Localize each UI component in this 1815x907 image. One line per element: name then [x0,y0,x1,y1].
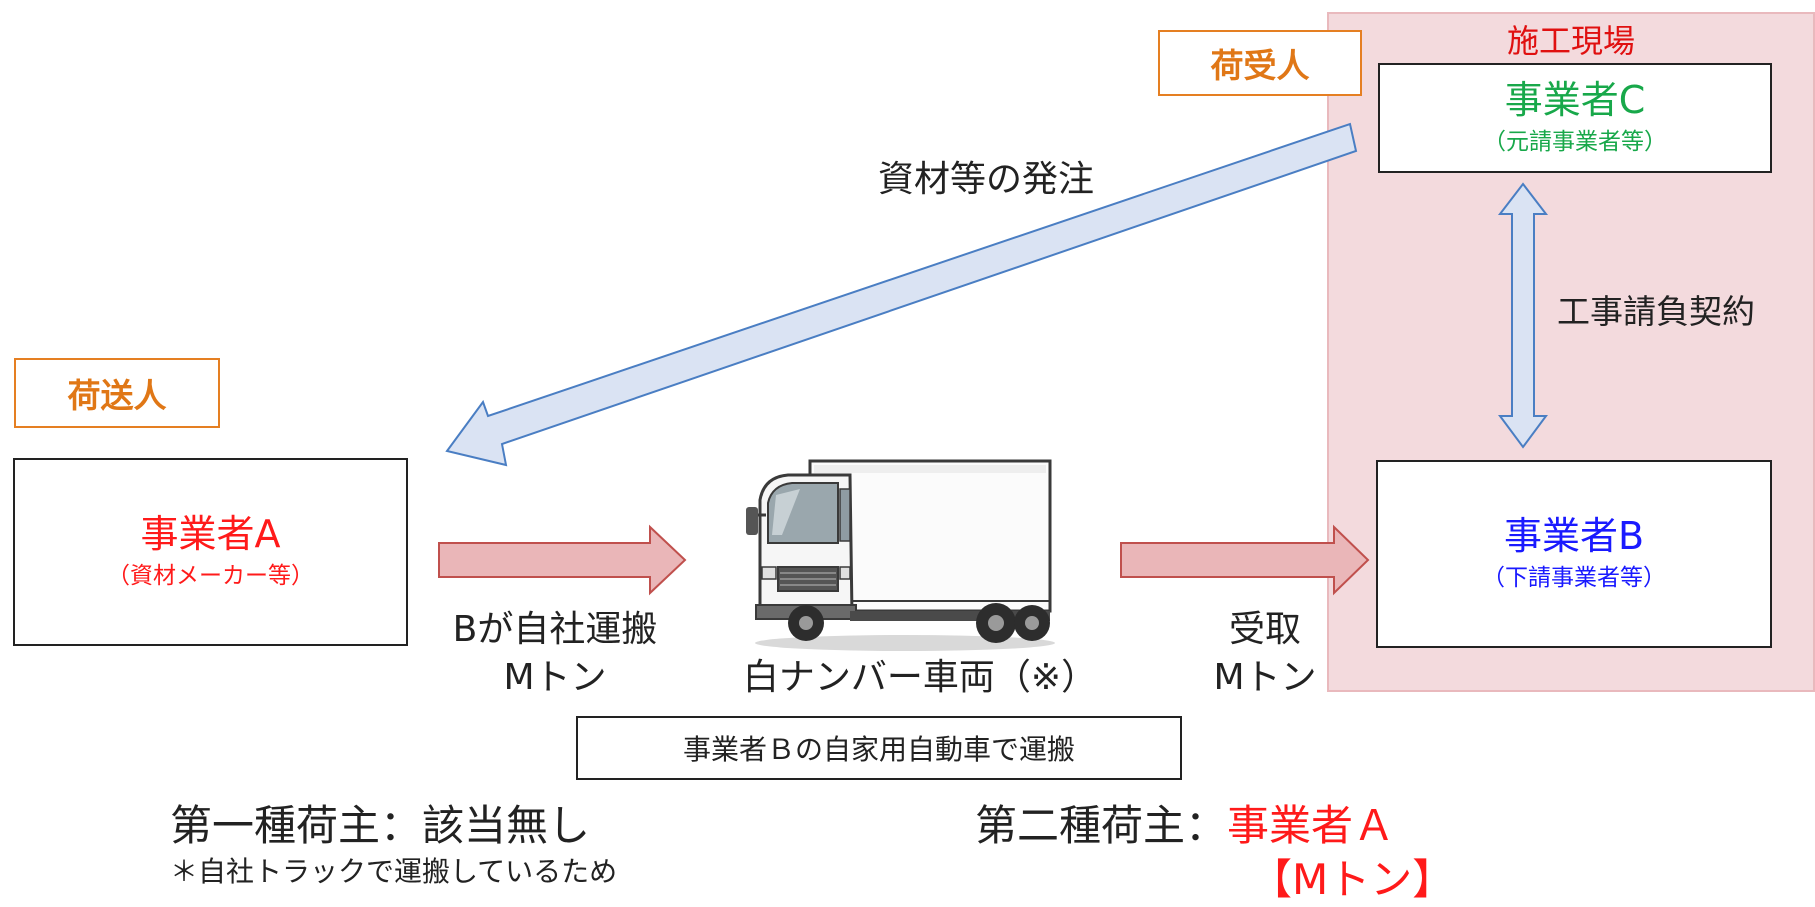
site-label: 施工現場 [1506,22,1635,60]
truck-note-box: 事業者Ｂの自家用自動車で運搬 [576,716,1182,780]
party-b-box: 事業者B （下請事業者等） [1376,460,1772,648]
party-a-name: 事業者A [140,512,281,557]
order-arrow [445,122,1358,467]
first-class-shipper-label: 第一種荷主：該当無し [170,801,591,850]
shipper-role-label: 荷送人 [14,358,220,428]
second-class-shipper-value: 事業者Ａ [1227,801,1396,850]
contract-arrow [1497,182,1549,449]
party-b-name: 事業者B [1503,514,1645,559]
first-class-shipper-note: ＊自社トラックで運搬しているため [170,855,618,888]
second-class-shipper-amount: 【Mトン】 [1250,855,1455,904]
a-to-truck-arrow [438,524,687,596]
consignee-role-label: 荷受人 [1158,30,1362,96]
receive-label-line2: Mトン [1213,657,1317,698]
truck-to-b-arrow [1120,524,1370,596]
party-c-subtitle: （元請事業者等） [1483,128,1667,155]
receive-label-line1: 受取 [1228,609,1301,650]
contract-label: 工事請負契約 [1557,292,1755,331]
party-c-box: 事業者C （元請事業者等） [1378,63,1772,173]
white-box-truck-icon [746,459,1055,651]
order-label: 資材等の発注 [878,159,1095,200]
second-class-shipper-label: 第二種荷主： [975,801,1228,850]
transport-label-line2: Mトン [503,657,607,698]
party-a-box: 事業者A （資材メーカー等） [13,458,408,646]
transport-label-line1: Bが自社運搬 [452,609,658,650]
party-b-subtitle: （下請事業者等） [1482,564,1666,591]
party-c-name: 事業者C [1504,78,1646,123]
second-class-shipper-line: 第二種荷主：事業者Ａ [975,792,1395,853]
truck-caption: 白ナンバー車両（※） [742,657,1098,698]
party-a-subtitle: （資材メーカー等） [107,562,314,589]
